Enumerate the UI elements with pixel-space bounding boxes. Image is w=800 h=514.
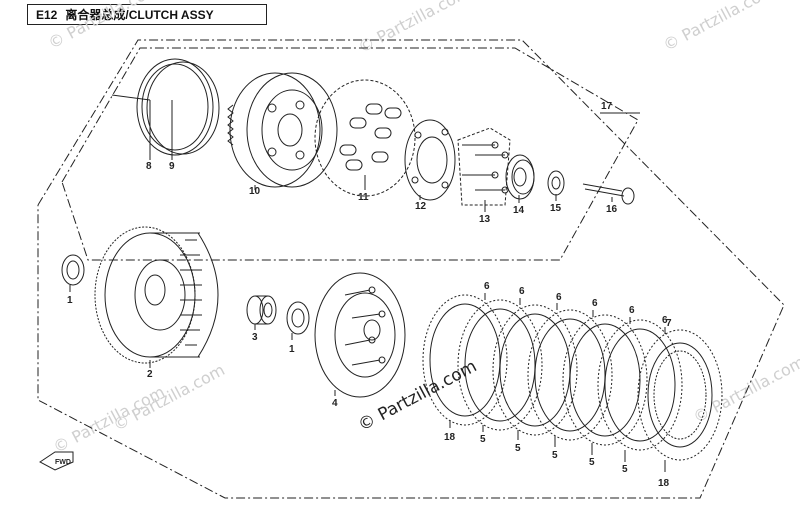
callout-4: 4 [332,398,338,409]
diagram-title-text: 离合器总成/CLUTCH ASSY [65,8,214,22]
callout-6: 6 [592,298,598,309]
part-16-push-rod [582,183,635,205]
part-2-clutch-housing [94,226,219,368]
callout-9: 9 [169,161,175,172]
callout-2: 2 [147,369,153,380]
direction-arrow-icon [39,451,74,471]
part-3-bushing [246,295,277,330]
part-4-clutch-hub [314,272,406,398]
callout-15: 15 [550,203,562,214]
part-1-washer [286,301,310,340]
part-1-thrust-washer [61,254,85,292]
callout-11: 11 [358,192,369,203]
part-10-clutch-plate [227,72,338,190]
callout-5: 5 [622,464,628,475]
callout-17: 17 [601,101,613,112]
callout-7: 7 [666,318,672,329]
part-13-bolts [457,127,511,212]
part-12-pressure-plate [404,119,456,201]
callout-5: 5 [589,457,595,468]
diagram-title: E12 离合器总成/CLUTCH ASSY [27,4,267,25]
callout-13: 13 [479,214,491,225]
callout-1-right: 1 [289,344,295,355]
assembly-boundary [37,39,785,499]
subassembly-boundary [61,47,639,261]
callout-5: 5 [515,443,521,454]
callout-6: 6 [662,315,668,326]
callout-6: 6 [484,281,490,292]
callout-5: 5 [552,450,558,461]
callouts: 17 8 9 10 11 12 13 14 15 16 1 2 3 1 4 6 … [67,101,672,489]
callout-14: 14 [513,205,525,216]
callout-6: 6 [629,305,635,316]
callout-18: 18 [444,432,456,443]
part-15-small-bearing [547,170,565,201]
diagram-code: E12 [36,7,58,22]
callout-8: 8 [146,161,152,172]
plate-stack [422,294,723,461]
callout-6: 6 [556,292,562,303]
callout-12: 12 [415,201,427,212]
callout-18: 18 [658,478,670,489]
part-8-9-ring [111,58,220,160]
part-14-bearing [505,154,535,203]
part-11-springs [314,79,416,197]
direction-label: FWD [55,459,71,466]
callout-5: 5 [480,434,486,445]
callout-16: 16 [606,204,618,215]
callout-3: 3 [252,332,258,343]
callout-6: 6 [519,286,525,297]
leader-lines [449,293,666,472]
callout-10: 10 [249,186,261,197]
callout-1-left: 1 [67,295,73,306]
